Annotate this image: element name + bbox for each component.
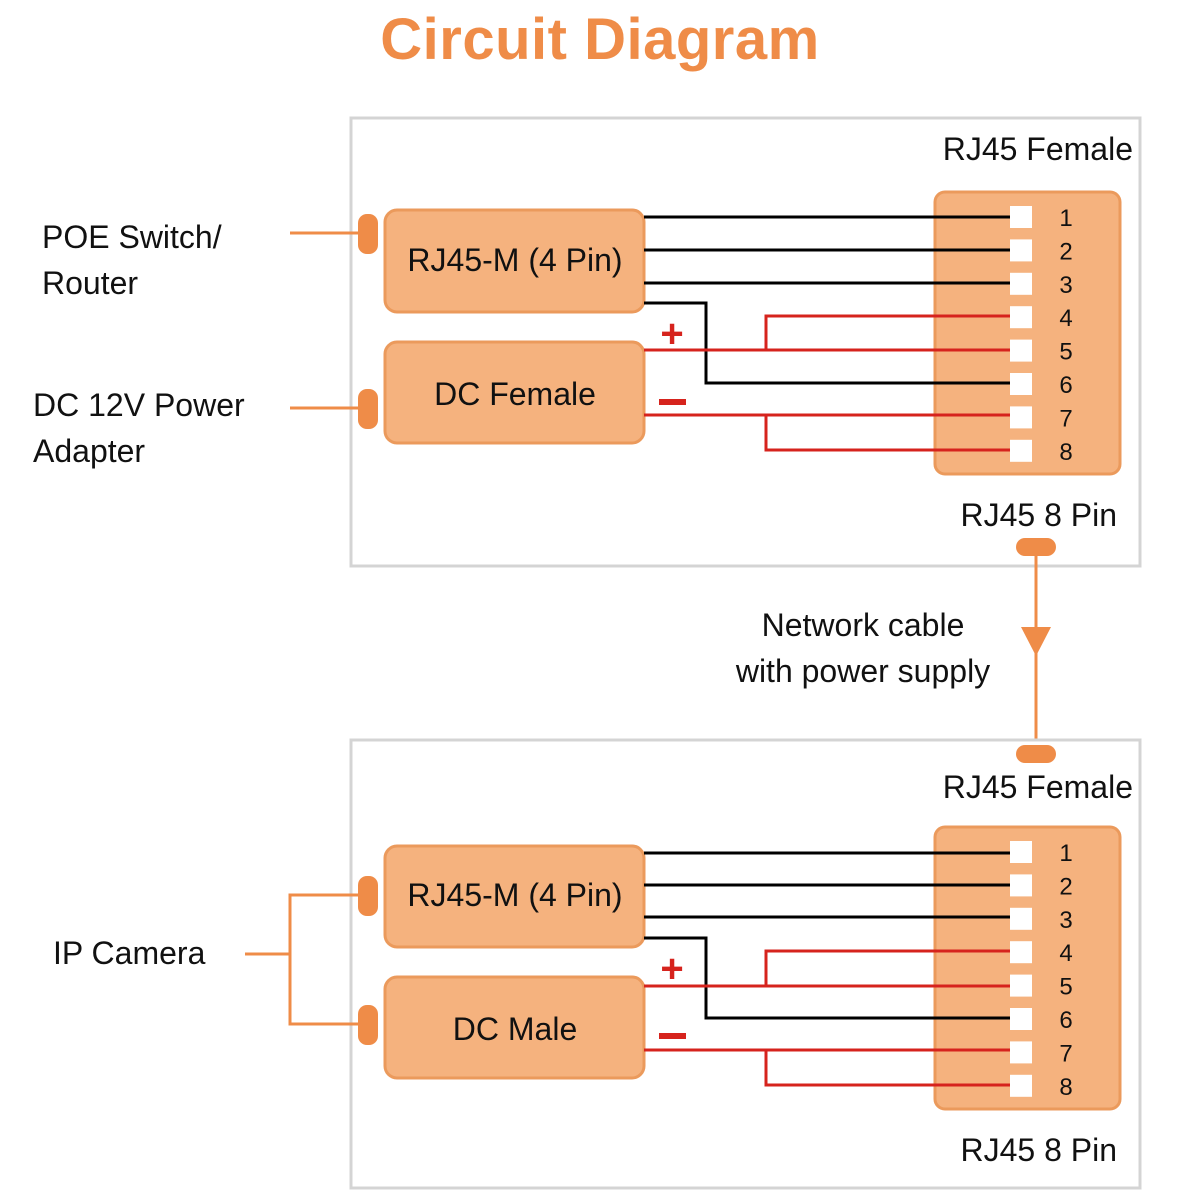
top-pin-number-2: 2 — [1059, 238, 1072, 265]
top-pin-number-8: 8 — [1059, 439, 1072, 466]
ip-camera-label: IP Camera — [53, 935, 206, 971]
bottom-minus-sign — [659, 1033, 686, 1039]
bottom-rj45m-box-label: RJ45-M (4 Pin) — [407, 877, 622, 913]
top-panel: RJ45 Female RJ45 8 Pin POE Switch/ Route… — [33, 116, 1142, 568]
bottom-panel: RJ45 Female RJ45 8 Pin IP Camera RJ45-M … — [53, 738, 1142, 1190]
camera-dc-plug-icon — [358, 1005, 378, 1045]
network-cable: Network cable with power supply — [735, 556, 1051, 746]
bottom-wire-pin4 — [764, 949, 1010, 986]
bottom-rj45m-box — [383, 844, 646, 949]
dc-adapter-plug-icon — [358, 389, 378, 429]
bottom-rj45-female-label: RJ45 Female — [943, 769, 1133, 805]
bottom-pin-number-5: 5 — [1059, 974, 1072, 1001]
bottom-pin-number-7: 7 — [1059, 1040, 1072, 1067]
top-pin-socket-6 — [1010, 373, 1032, 395]
top-rj45m-box-label: RJ45-M (4 Pin) — [407, 242, 622, 278]
dc-adapter-label-line1: DC 12V Power — [33, 387, 245, 423]
top-pin-socket-8 — [1010, 439, 1032, 462]
top-rj45-female-block — [933, 190, 1122, 476]
top-cable-plug-icon — [1016, 538, 1056, 556]
bottom-dc-male-box — [383, 975, 646, 1080]
top-dc-female-box — [383, 340, 646, 445]
top-pins: 1 2 3 4 5 6 7 8 — [1010, 205, 1073, 466]
top-pin-number-4: 4 — [1059, 305, 1072, 332]
bottom-wire-pin6 — [644, 936, 1010, 1020]
top-pin-socket-4 — [1010, 306, 1032, 329]
top-dc-female-box-label: DC Female — [434, 376, 596, 412]
bottom-pin-socket-3 — [1010, 907, 1032, 930]
poe-switch-label-line1: POE Switch/ — [42, 219, 222, 255]
bottom-rj45-female-block — [933, 825, 1122, 1111]
bottom-wires — [644, 851, 1010, 1087]
ip-camera-connector-line-2 — [288, 954, 360, 1026]
top-wire-pin6 — [644, 301, 1010, 385]
bottom-pin-socket-2 — [1010, 874, 1032, 897]
bottom-pin-socket-8 — [1010, 1074, 1032, 1097]
bottom-dc-male-box-label: DC Male — [453, 1011, 577, 1047]
poe-switch-label-line2: Router — [42, 265, 138, 301]
bottom-pin-number-2: 2 — [1059, 873, 1072, 900]
cable-label-line1: Network cable — [762, 607, 965, 643]
cable-arrow-down-icon — [1021, 627, 1051, 656]
ip-camera-connector-line — [245, 893, 360, 956]
top-plus-sign: + — [660, 312, 683, 356]
bottom-wire-pin8 — [764, 1050, 1010, 1087]
dc-adapter-label-line2: Adapter — [33, 433, 145, 469]
bottom-pin-socket-7 — [1010, 1041, 1032, 1064]
top-pin-number-3: 3 — [1059, 272, 1072, 299]
top-pin-number-6: 6 — [1059, 372, 1072, 399]
top-wire-pin4 — [764, 314, 1010, 350]
bottom-pin-number-6: 6 — [1059, 1007, 1072, 1034]
cable-label-line2: with power supply — [735, 653, 990, 689]
top-wires — [644, 215, 1010, 452]
bottom-pins: 1 2 3 4 5 6 7 8 — [1010, 840, 1073, 1101]
top-rj45-female-label: RJ45 Female — [943, 131, 1133, 167]
bottom-pin-number-4: 4 — [1059, 940, 1072, 967]
bottom-pin-socket-6 — [1010, 1008, 1032, 1030]
diagram-title: Circuit Diagram — [380, 7, 820, 72]
top-pin-socket-2 — [1010, 239, 1032, 262]
bottom-pin-socket-1 — [1010, 841, 1032, 863]
top-pin-socket-7 — [1010, 406, 1032, 429]
top-pin-socket-1 — [1010, 206, 1032, 228]
top-pin-number-5: 5 — [1059, 339, 1072, 366]
bottom-pin-socket-4 — [1010, 941, 1032, 964]
top-rj45m-box — [383, 208, 646, 314]
bottom-pin-number-1: 1 — [1059, 840, 1072, 867]
top-pin-socket-5 — [1010, 339, 1032, 362]
top-pin-number-7: 7 — [1059, 405, 1072, 432]
poe-plug-icon — [358, 214, 378, 254]
top-wire-pin8 — [764, 415, 1010, 452]
bottom-rj45-8pin-label: RJ45 8 Pin — [960, 1132, 1117, 1168]
top-minus-sign — [659, 399, 686, 405]
bottom-cable-plug-icon — [1016, 745, 1056, 763]
bottom-plus-sign: + — [660, 947, 683, 991]
top-pin-number-1: 1 — [1059, 205, 1072, 232]
bottom-pin-socket-5 — [1010, 974, 1032, 997]
bottom-pin-number-8: 8 — [1059, 1074, 1072, 1101]
top-pin-socket-3 — [1010, 272, 1032, 295]
bottom-pin-number-3: 3 — [1059, 907, 1072, 934]
camera-rj45-plug-icon — [358, 876, 378, 916]
top-rj45-8pin-label: RJ45 8 Pin — [960, 497, 1117, 533]
